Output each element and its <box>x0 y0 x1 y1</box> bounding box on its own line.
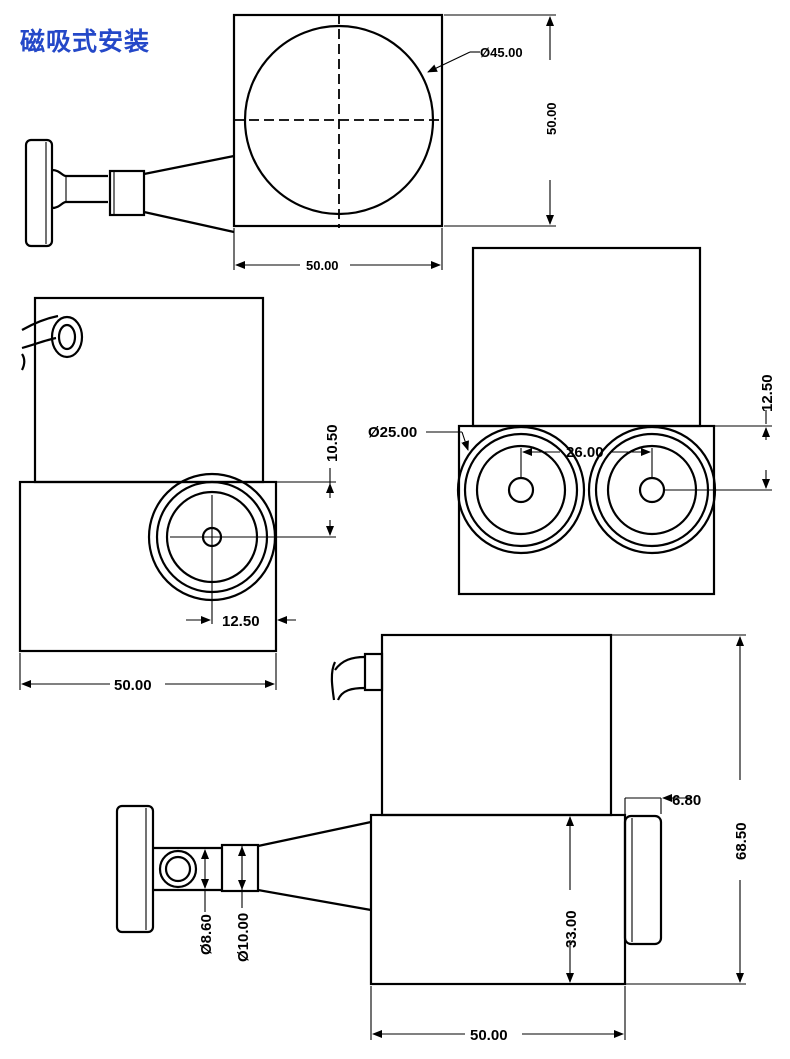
right-view: Ø25.00 26.00 12.50 <box>368 246 776 596</box>
dim-left-width: 50.00 <box>114 677 152 694</box>
page-title: 磁吸式安装 <box>20 27 151 56</box>
top-view: Ø45.00 50.00 50.00 <box>24 13 559 273</box>
dim-left-offset-h: 12.50 <box>222 613 260 630</box>
dim-front-body-height: 33.00 <box>563 910 580 948</box>
dim-left-offset-v: 10.50 <box>324 424 341 462</box>
dim-front-d2: Ø10.00 <box>235 913 252 962</box>
dim-front-height: 68.50 <box>733 822 750 860</box>
left-view: 10.50 12.50 50.00 <box>18 296 341 694</box>
dim-front-magnet: 6.80 <box>672 792 701 809</box>
dim-right-offset: 12.50 <box>759 374 776 412</box>
dim-top-height: 50.00 <box>544 102 559 135</box>
dim-right-spacing: 26.00 <box>566 444 604 461</box>
dim-front-d1: Ø8.60 <box>198 914 215 955</box>
front-view: 6.80 68.50 33.00 Ø8.60 Ø10.00 50.00 <box>115 633 750 1044</box>
dim-top-width: 50.00 <box>306 258 339 273</box>
dim-front-width: 50.00 <box>470 1027 508 1044</box>
dim-right-hole-diameter: Ø25.00 <box>368 424 417 441</box>
dim-top-diameter: Ø45.00 <box>480 45 523 60</box>
